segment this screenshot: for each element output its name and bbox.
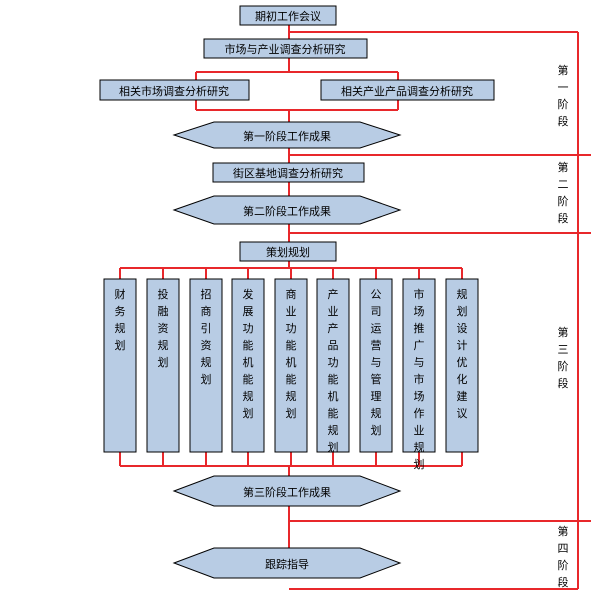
stage1-result-diamond: [172, 121, 402, 149]
planning-column-label-2: 投融资规划: [158, 287, 169, 369]
related-market-box: [99, 79, 250, 101]
kickoff-box: [239, 5, 337, 26]
planning-column-9: [445, 278, 479, 453]
planning-column-2: [146, 278, 180, 453]
planning-columns: 财务规划 投融资规划 招商引资规划 发展功能机能规划 商业功能机能规划 产业产品功能机能规…: [103, 278, 479, 471]
planning-box: [239, 241, 337, 262]
planning-column-3: [189, 278, 223, 453]
related-product-box: [320, 79, 495, 101]
planning-column-4: [231, 278, 265, 453]
planning-column-5: [274, 278, 308, 453]
stage1-result-label: 第一阶段工作成果: [243, 129, 331, 143]
kickoff-label: 期初工作会议: [255, 9, 321, 23]
related-market-label: 相关市场调查分析研究: [119, 84, 229, 98]
planning-column-label-1: 财务规划: [115, 287, 126, 352]
stage-label-2: 第二阶段: [558, 160, 569, 225]
related-product-label: 相关产业产品调查分析研究: [341, 84, 473, 98]
planning-column-label-4: 发展功能机能规划: [243, 287, 254, 420]
planning-label: 策划规划: [266, 245, 310, 259]
planning-column-8: [402, 278, 436, 453]
planning-column-label-8: 市场推广与市场作业规划: [414, 287, 425, 471]
stage-label-3: 第三阶段: [558, 325, 569, 390]
planning-column-label-3: 招商引资规划: [201, 287, 212, 386]
planning-column-1: [103, 278, 137, 453]
planning-column-label-7: 公司运营与管理规划: [371, 288, 382, 437]
stage3-result-diamond: [172, 475, 402, 507]
street-research-label: 街区基地调查分析研究: [233, 166, 343, 180]
follow-up-label: 跟踪指导: [265, 557, 309, 571]
planning-column-7: [359, 278, 393, 453]
stage2-result-diamond: [172, 195, 402, 225]
planning-column-6: [316, 278, 350, 453]
planning-column-label-6: 产业产品功能机能规划: [328, 287, 339, 454]
follow-up-diamond: [172, 547, 402, 579]
stage-label-1: 第一阶段: [558, 63, 569, 128]
market-research-box: [203, 38, 368, 59]
connector-lines: [119, 24, 591, 590]
market-research-label: 市场与产业调查分析研究: [225, 42, 346, 56]
street-research-box: [212, 162, 365, 183]
stage3-result-label: 第三阶段工作成果: [243, 485, 331, 499]
stage-label-4: 第四阶段: [558, 524, 569, 589]
planning-column-label-9: 规划设计优化建议: [457, 287, 468, 420]
stage2-result-label: 第二阶段工作成果: [243, 204, 331, 218]
planning-column-label-5: 商业功能机能规划: [286, 287, 297, 420]
